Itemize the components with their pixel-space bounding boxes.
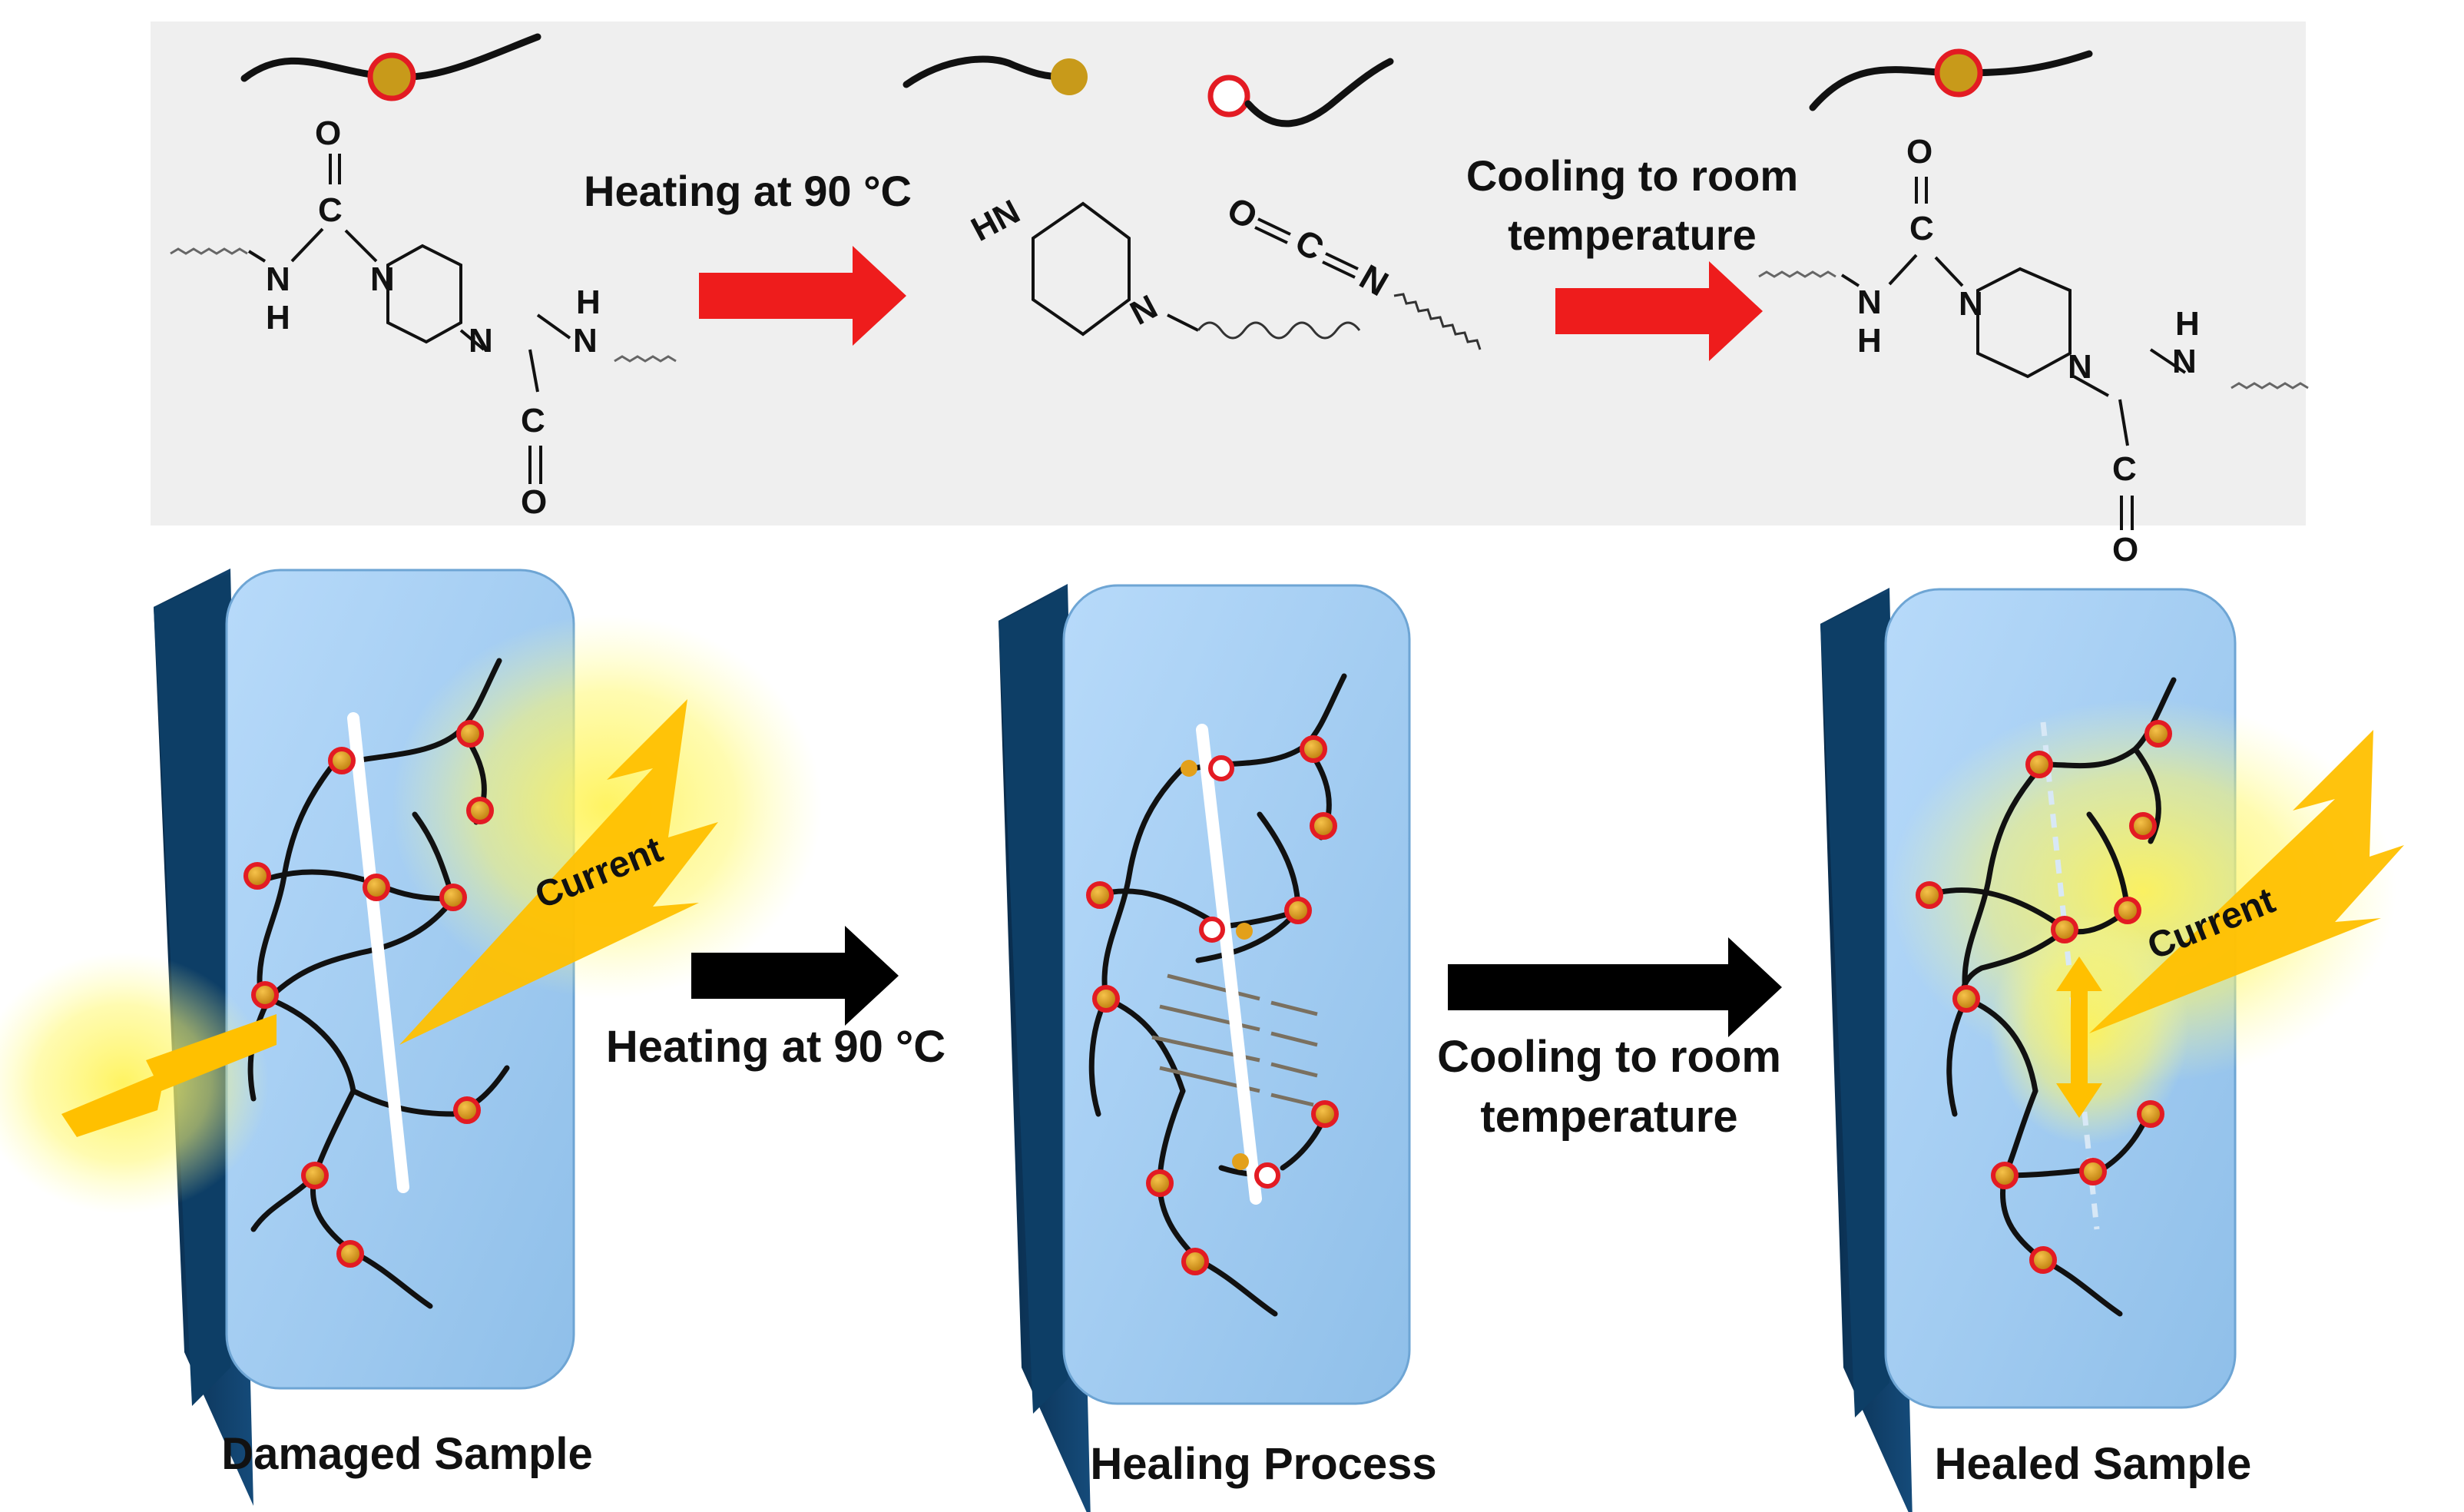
caption-healing-process: Healing Process <box>1090 1439 1436 1489</box>
atom-N: N <box>2068 348 2092 386</box>
atom-N: N <box>1857 284 1882 321</box>
atom-N: N <box>1959 285 1983 323</box>
atom-O: O <box>521 483 547 521</box>
bonds-healed <box>1916 720 2172 1274</box>
step2-label-line2: temperature <box>1508 211 1757 259</box>
atom-C: C <box>318 191 343 229</box>
atom-C: C <box>521 402 545 439</box>
bonds-healing-gold <box>1181 760 1253 1170</box>
bonds-healing-intact <box>1086 735 1339 1275</box>
atom-H: H <box>266 299 290 337</box>
piperazine-structure <box>1032 201 1361 340</box>
atom-O: O <box>315 114 341 152</box>
caption-healed-sample: Healed Sample <box>1935 1439 2252 1489</box>
atom-N: N <box>266 260 290 298</box>
black-arrow-heating <box>691 926 899 1026</box>
bonds-damaged <box>243 720 494 1268</box>
atom-N: N <box>573 322 598 360</box>
red-arrow-heating <box>699 246 906 346</box>
atom-H: H <box>2175 305 2200 343</box>
atom-O: O <box>2112 531 2138 569</box>
atom-N: N <box>469 322 493 360</box>
atom-H: H <box>1857 322 1882 360</box>
arrow2-label-line1: Cooling to room <box>1437 1032 1781 1082</box>
crack-line-damaged <box>347 712 409 1193</box>
atom-N: N <box>2172 343 2197 380</box>
polymer-icon-dissociated <box>902 55 1394 128</box>
bonds-healing-open <box>1199 755 1280 1189</box>
urea-structure-right <box>1758 177 2309 530</box>
current-bolt-damaged: Current <box>61 699 718 1137</box>
crack-line-healing <box>1196 724 1262 1205</box>
arrow2-label-line2: temperature <box>1480 1092 1737 1142</box>
polymer-icon-intact <box>240 33 541 101</box>
black-arrow-cooling <box>1448 937 1782 1037</box>
atom-C: C <box>1909 210 1934 247</box>
urea-structure-left <box>170 154 677 484</box>
red-arrow-cooling <box>1555 261 1763 361</box>
step1-label: Heating at 90 °C <box>584 167 912 215</box>
conduction-double-arrow <box>2056 957 2102 1118</box>
polymer-icon-reformed <box>1809 48 2093 111</box>
step2-label-line1: Cooling to room <box>1466 151 1798 200</box>
atom-O: O <box>1906 133 1932 171</box>
atom-N: N <box>370 260 395 298</box>
arrow1-label: Heating at 90 °C <box>606 1022 946 1072</box>
caption-damaged-sample: Damaged Sample <box>221 1429 593 1479</box>
atom-H: H <box>576 284 601 321</box>
atom-C: C <box>2112 450 2137 488</box>
current-glow-left <box>0 615 822 1214</box>
